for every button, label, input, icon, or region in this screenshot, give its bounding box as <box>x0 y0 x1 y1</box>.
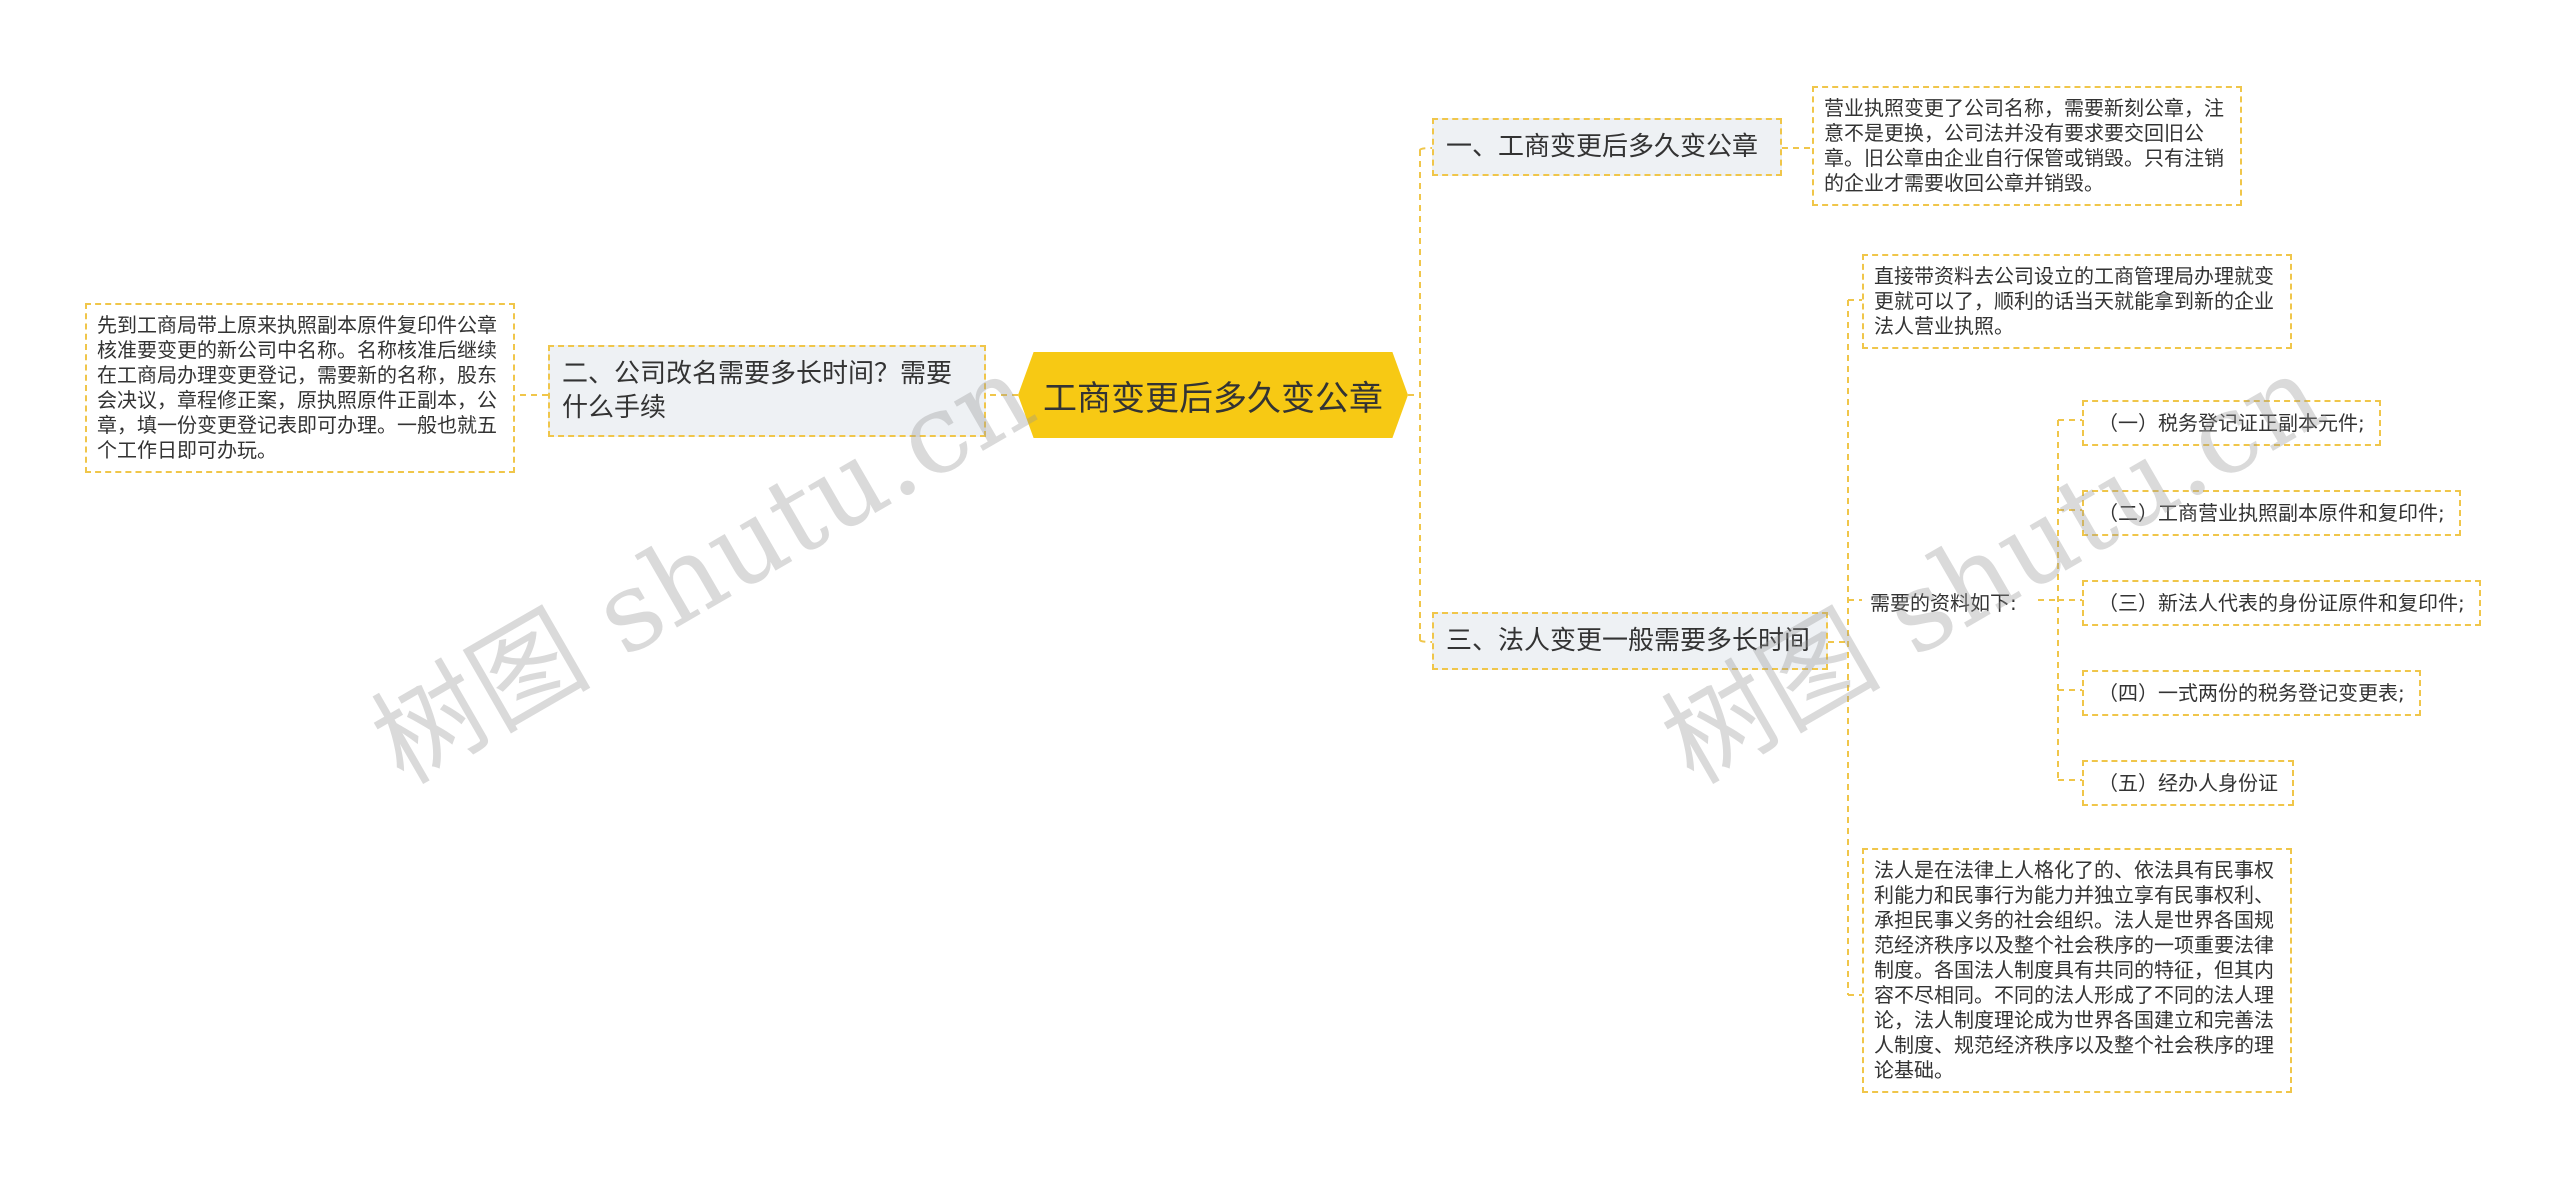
branch-2-detail[interactable]: 先到工商局带上原来执照副本原件复印件公章核准要变更的新公司中名称。名称核准后继续… <box>85 303 515 473</box>
material-item-3-label: （三）新法人代表的身份证原件和复印件; <box>2098 591 2465 615</box>
branch-1-detail-text: 营业执照变更了公司名称，需要新刻公章，注意不是更换，公司法并没有要求要交回旧公章… <box>1824 96 2224 195</box>
material-item-3[interactable]: （三）新法人代表的身份证原件和复印件; <box>2082 580 2481 626</box>
material-item-4[interactable]: （四）一式两份的税务登记变更表; <box>2082 670 2421 716</box>
branch-3-definition-text: 法人是在法律上人格化了的、依法具有民事权利能力和民事行为能力并独立享有民事权利、… <box>1874 858 2274 1082</box>
branch-3-intro-text: 直接带资料去公司设立的工商管理局办理就变更就可以了，顺利的话当天就能拿到新的企业… <box>1874 264 2274 338</box>
material-item-1-label: （一）税务登记证正副本元件; <box>2098 411 2365 435</box>
branch-2-topic[interactable]: 二、公司改名需要多长时间？需要什么手续 <box>548 345 986 437</box>
materials-heading-label: 需要的资料如下: <box>1870 591 2017 615</box>
branch-3-intro[interactable]: 直接带资料去公司设立的工商管理局办理就变更就可以了，顺利的话当天就能拿到新的企业… <box>1862 254 2292 349</box>
connector-to-b1 <box>1419 147 1433 151</box>
branch-2-detail-text: 先到工商局带上原来执照副本原件复印件公章核准要变更的新公司中名称。名称核准后继续… <box>97 313 497 462</box>
branch-3-label: 三、法人变更一般需要多长时间 <box>1446 626 1811 656</box>
branch-3-definition[interactable]: 法人是在法律上人格化了的、依法具有民事权利能力和民事行为能力并独立享有民事权利、… <box>1862 848 2292 1093</box>
material-item-1[interactable]: （一）税务登记证正副本元件; <box>2082 400 2381 446</box>
materials-heading[interactable]: 需要的资料如下: <box>1862 584 2038 622</box>
material-item-4-label: （四）一式两份的税务登记变更表; <box>2098 681 2405 705</box>
branch-1-topic[interactable]: 一、工商变更后多久变公章 <box>1432 118 1782 176</box>
root-topic-label: 工商变更后多久变公章 <box>1043 378 1383 419</box>
branch-1-label: 一、工商变更后多久变公章 <box>1446 132 1759 162</box>
material-item-5[interactable]: （五）经办人身份证 <box>2082 760 2294 806</box>
root-topic[interactable]: 工商变更后多久变公章 <box>1018 352 1408 438</box>
material-item-2-label: （二）工商营业执照副本原件和复印件; <box>2098 501 2445 525</box>
connector-to-b3 <box>1419 639 1433 643</box>
branch-1-detail[interactable]: 营业执照变更了公司名称，需要新刻公章，注意不是更换，公司法并没有要求要交回旧公章… <box>1812 86 2242 206</box>
branch-2-label: 二、公司改名需要多长时间？需要什么手续 <box>562 359 953 423</box>
material-item-5-label: （五）经办人身份证 <box>2098 771 2278 795</box>
material-item-2[interactable]: （二）工商营业执照副本原件和复印件; <box>2082 490 2461 536</box>
branch-3-topic[interactable]: 三、法人变更一般需要多长时间 <box>1432 612 1828 670</box>
